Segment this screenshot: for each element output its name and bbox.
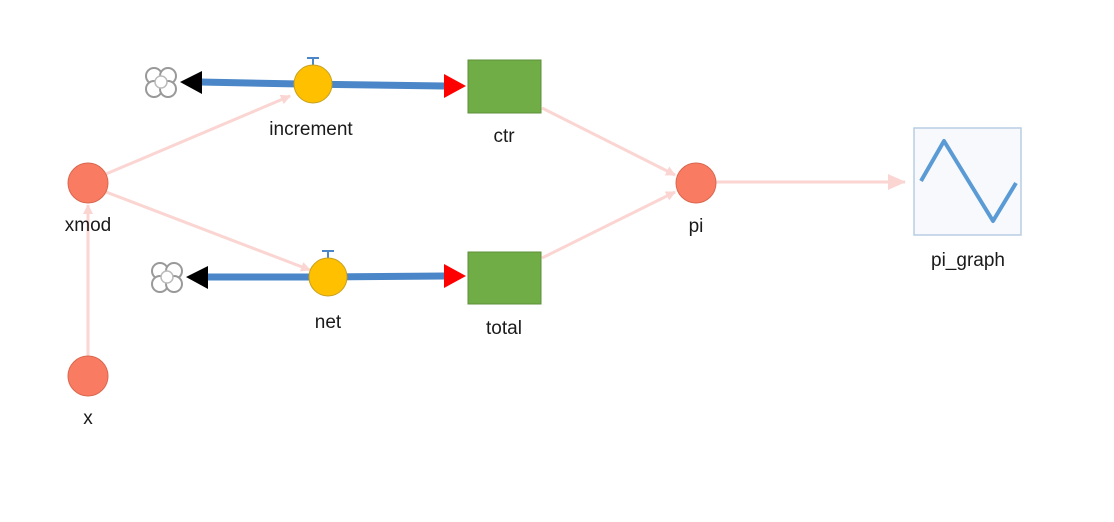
arrowhead-into-stock [444, 74, 466, 98]
stock-label-ctr: ctr [493, 126, 515, 147]
flow-increment[interactable]: increment [145, 57, 466, 140]
connector-xmod-to-increment[interactable] [105, 94, 291, 176]
flow-label-increment: increment [269, 119, 353, 140]
graph-label-pi-graph: pi_graph [931, 250, 1005, 271]
arrowhead-into-stock [444, 264, 466, 288]
flow-label-net: net [315, 312, 342, 333]
valve-net[interactable] [308, 250, 348, 297]
converter-label-xmod: xmod [65, 215, 111, 236]
converter-label-x: x [83, 408, 93, 429]
valve-increment[interactable] [293, 57, 333, 104]
converter-label-pi: pi [689, 216, 704, 237]
connector-total-to-pi[interactable] [541, 190, 676, 260]
stock-ctr[interactable]: ctr [467, 59, 542, 147]
stock-label-total: total [486, 318, 522, 339]
connector-ctr-to-pi[interactable] [541, 106, 676, 177]
flow-net[interactable]: net [151, 250, 466, 333]
cloud-icon [145, 67, 177, 98]
connectors [83, 94, 906, 356]
converter-xmod[interactable]: xmod [65, 162, 111, 236]
graph-pi-graph[interactable]: pi_graph [913, 127, 1022, 271]
stock-total[interactable]: total [467, 251, 542, 339]
converter-pi[interactable]: pi [675, 162, 717, 237]
connector-xmod-to-net[interactable] [105, 190, 311, 272]
arrowhead-into-cloud [186, 266, 208, 289]
line-graph-icon [919, 139, 1018, 223]
arrowhead-into-cloud [180, 71, 202, 94]
cloud-icon [151, 262, 183, 293]
converter-x[interactable]: x [67, 355, 109, 429]
